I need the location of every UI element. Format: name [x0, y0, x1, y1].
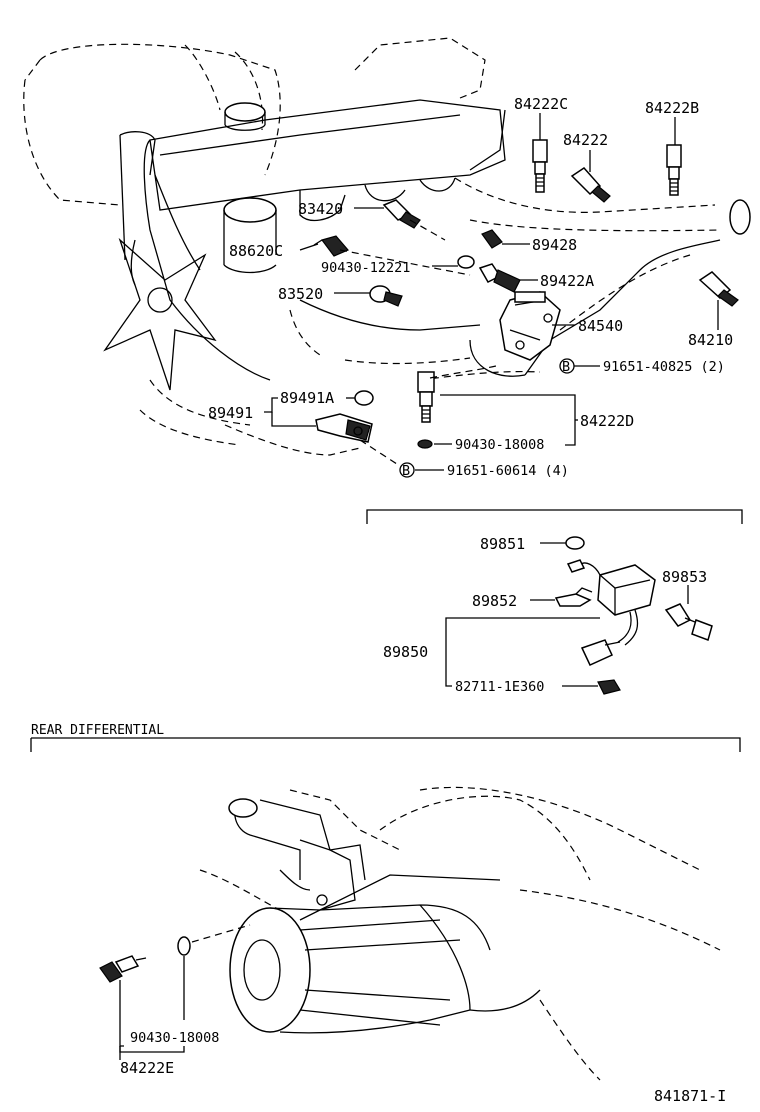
label-84222c: 84222C — [514, 95, 568, 113]
label-89850: 89850 — [383, 643, 428, 661]
figure-id: 841871-I — [654, 1087, 726, 1105]
clip-89852-icon — [554, 587, 593, 607]
svg-text:B: B — [402, 463, 410, 479]
bolt-marker-2: B — [399, 462, 415, 479]
label-89851: 89851 — [480, 535, 525, 553]
leader-lines-top — [264, 113, 719, 471]
engine-illustration — [23, 37, 751, 456]
cap-89851-icon — [565, 536, 585, 550]
switch-83420-icon — [382, 199, 421, 229]
label-84210: 84210 — [688, 331, 733, 349]
fan-icon — [103, 237, 217, 391]
sensor-84222-icon — [570, 167, 611, 203]
washer-90430-18008-icon — [417, 439, 433, 449]
label-82711-1e360: 82711-1E360 — [455, 679, 544, 695]
gasket-90430-18008-bottom-icon — [177, 936, 191, 956]
label-90430-12221: 90430-12221 — [321, 260, 410, 276]
clamp-82711-icon — [597, 679, 621, 695]
section-title-rear-differential: REAR DIFFERENTIAL — [31, 723, 164, 738]
switch-83520-icon — [369, 285, 403, 307]
differential-housing-icon — [199, 786, 721, 1081]
label-84222e: 84222E — [120, 1059, 174, 1077]
bolt-marker-1: B — [559, 358, 575, 375]
sensor-84222b-icon — [666, 144, 682, 196]
label-88620c: 88620C — [229, 242, 283, 260]
label-91651-40825: 91651-40825 (2) — [603, 359, 725, 375]
label-91651-60614: 91651-60614 (4) — [447, 463, 569, 479]
sensor-89428-icon — [481, 229, 503, 249]
label-89852: 89852 — [472, 592, 517, 610]
svg-text:B: B — [562, 359, 570, 375]
label-89853: 89853 — [662, 568, 707, 586]
sensor-kit-section: 89851 89853 89852 89850 82711-1E360 — [366, 509, 743, 695]
sensor-84222e-icon — [99, 955, 147, 983]
rear-differential-section: REAR DIFFERENTIAL — [30, 723, 741, 1081]
label-90430-18008-bottom: 90430-18008 — [130, 1030, 219, 1046]
oring-89491a-icon — [354, 390, 374, 406]
label-84540: 84540 — [578, 317, 623, 335]
sensor-84210-icon — [698, 271, 739, 307]
sensor-89853-icon — [664, 603, 713, 641]
switch-84540-icon — [499, 291, 561, 361]
label-89491: 89491 — [208, 404, 253, 422]
label-83420: 83420 — [298, 200, 343, 218]
label-84222b: 84222B — [645, 99, 699, 117]
label-89428: 89428 — [532, 236, 577, 254]
sensor-89422a-icon — [478, 263, 521, 293]
label-90430-18008-top: 90430-18008 — [455, 437, 544, 453]
label-89422a: 89422A — [540, 272, 594, 290]
switch-88620c-icon — [313, 235, 349, 257]
sensor-84222c-icon — [532, 139, 548, 193]
sensor-89491-icon — [315, 413, 373, 443]
gasket-90430-12221-icon — [457, 255, 475, 269]
label-89491a: 89491A — [280, 389, 334, 407]
sensor-assembly-89850-icon — [566, 559, 656, 666]
label-84222d: 84222D — [580, 412, 634, 430]
label-83520: 83520 — [278, 285, 323, 303]
sensor-84222d-icon — [417, 371, 435, 423]
label-84222: 84222 — [563, 131, 608, 149]
